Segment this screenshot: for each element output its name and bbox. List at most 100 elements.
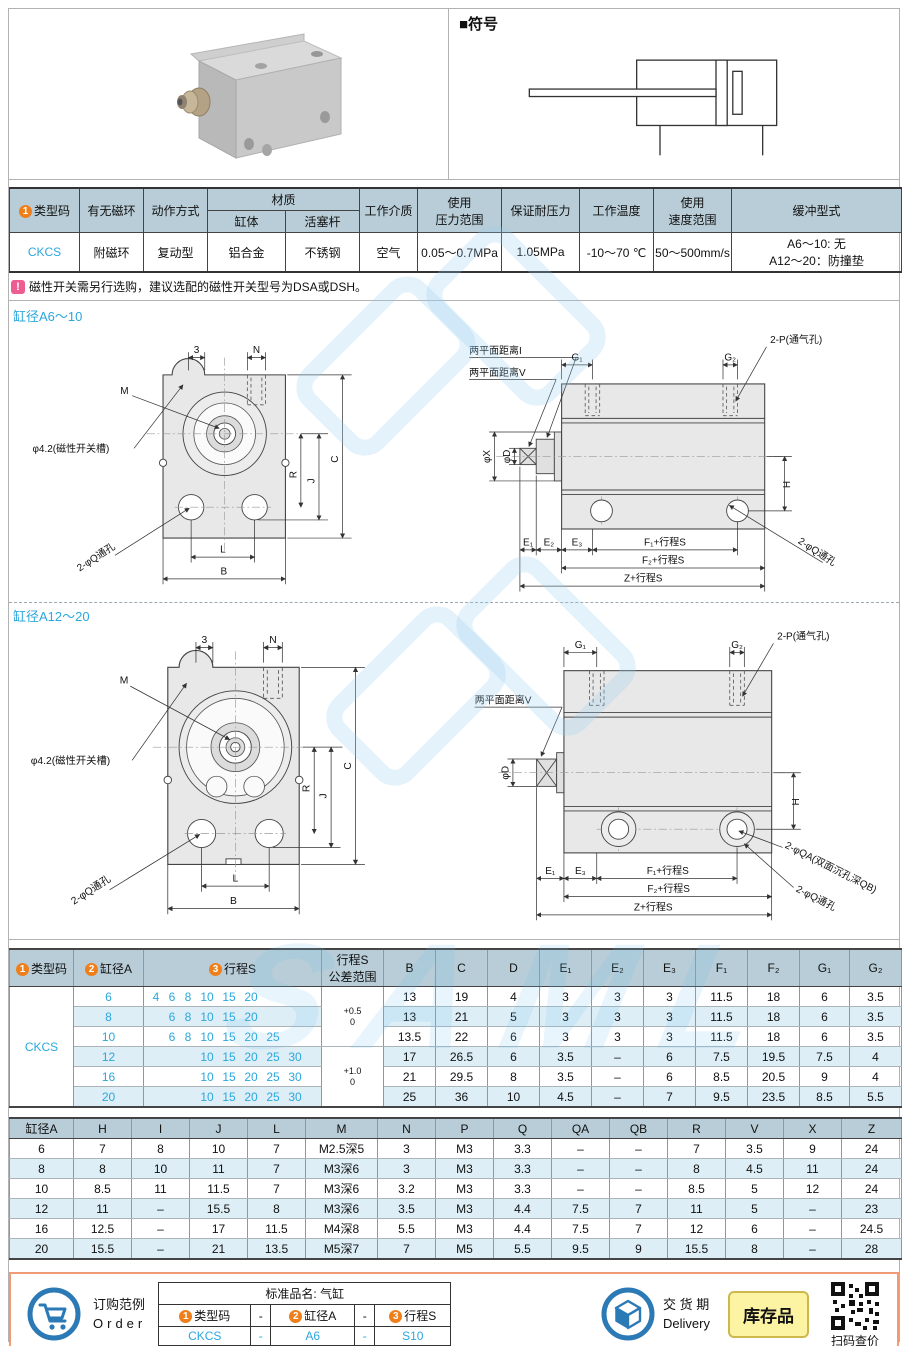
col-proof-pressure: 保证耐压力 <box>501 187 581 233</box>
drawing-front-a6-10: 3 N M φ4.2(磁性开关槽) 2-φQ通孔 R J C L B <box>32 345 352 585</box>
cell: M3 <box>435 1198 494 1219</box>
cell: 8 <box>73 1158 132 1179</box>
cell: 7.5 <box>695 1046 748 1067</box>
cell: M3 <box>435 1138 494 1159</box>
cell: 3 <box>591 986 644 1007</box>
dim-label: J <box>306 478 317 483</box>
dim-label: E₁ <box>523 537 534 548</box>
cell: 6 <box>799 1026 850 1047</box>
proof-value: 1.05MPa <box>501 232 581 273</box>
cell: 11 <box>783 1158 842 1179</box>
col-Q: Q <box>493 1117 552 1139</box>
order-table-example-row: CKCS - A6 - S10 <box>158 1326 452 1346</box>
cell: – <box>783 1238 842 1260</box>
cell: – <box>609 1178 668 1199</box>
dim-label: B <box>230 896 237 907</box>
cell: 9.5 <box>695 1086 748 1108</box>
cell: M5深7 <box>305 1238 378 1260</box>
cell: 11 <box>667 1198 726 1219</box>
cell: 8 <box>9 1158 74 1179</box>
dim-label: C <box>330 456 341 463</box>
col-pressure: 使用压力范围 <box>417 187 503 233</box>
dim-label: 两平面距离I <box>469 344 522 357</box>
example-stroke: S10 <box>374 1326 452 1346</box>
dash: - <box>354 1326 376 1346</box>
cell: 8.5 <box>695 1066 748 1087</box>
cell: 10 <box>487 1086 540 1108</box>
badge-1: 1 <box>18 205 32 218</box>
dim-label: F₁+行程S <box>647 864 689 877</box>
col-E1: E₁ <box>539 948 592 987</box>
cell: 8 <box>73 1006 144 1027</box>
action-value: 复动型 <box>143 232 208 273</box>
cell: M5 <box>435 1238 494 1260</box>
col-X: X <box>783 1117 842 1139</box>
col-V: V <box>725 1117 784 1139</box>
order-example-label: 订购范例 Order <box>93 1296 147 1332</box>
dim-label: E₂ <box>544 537 555 548</box>
product-name-label: 标准品名: 气缸 <box>158 1282 452 1305</box>
dim-label: φ4.2(磁性开关槽) <box>31 754 110 767</box>
cell: 7.5 <box>799 1046 850 1067</box>
cell: 12.5 <box>73 1218 132 1239</box>
cell: 3 <box>377 1138 436 1159</box>
cell: 10 <box>189 1138 248 1159</box>
type-code-value: CKCS <box>9 232 80 273</box>
cell: 9.5 <box>551 1238 610 1260</box>
cell: M2.5深5 <box>305 1138 378 1159</box>
col-magnet: 有无磁环 <box>79 187 144 233</box>
cell: 3.5 <box>539 1046 592 1067</box>
section-divider <box>9 602 899 603</box>
product-photo-image <box>176 33 343 159</box>
dim-label: 3 <box>202 635 208 646</box>
cell: 13 <box>383 986 436 1007</box>
cell: 24 <box>841 1178 902 1199</box>
cell: 23 <box>841 1198 902 1219</box>
dim-label: E₃ <box>575 866 586 877</box>
order-table-title-row: 标准品名: 气缸 <box>158 1282 452 1305</box>
cell: 23.5 <box>747 1086 800 1108</box>
cell: 4.4 <box>493 1218 552 1239</box>
delivery-block: 交 货 期 Delivery 库存品 扫码查价 <box>601 1279 881 1346</box>
cell: M3 <box>435 1178 494 1199</box>
col-material: 材质 <box>206 187 361 211</box>
symbol-section: ■符号 <box>448 9 899 179</box>
delivery-box-icon <box>601 1287 655 1341</box>
section-title-a6-10: 缸径A6～10 <box>13 309 83 324</box>
cell: – <box>131 1218 190 1239</box>
cell: 6 <box>643 1046 696 1067</box>
cell: 17 <box>189 1218 248 1239</box>
dim-label: L <box>220 545 226 556</box>
cell: 11 <box>189 1158 248 1179</box>
temp-value: -10～70 ℃ <box>579 232 655 273</box>
cell: 4.5 <box>725 1158 784 1179</box>
col-F2: F₂ <box>747 948 800 987</box>
dim-label: E₁ <box>545 866 556 877</box>
dim-label: B <box>220 566 227 577</box>
cell: 6 <box>643 1066 696 1087</box>
cell: 3.3 <box>493 1138 552 1159</box>
cell: 36 <box>435 1086 488 1108</box>
cell: – <box>783 1198 842 1219</box>
dim-label: φX <box>482 450 493 463</box>
dim-label: G₂ <box>731 640 743 651</box>
cell: 11.5 <box>247 1218 306 1239</box>
col-speed: 使用速度范围 <box>653 187 733 233</box>
drawings-section: 缸径A6～10 <box>9 301 899 940</box>
cell: M4深8 <box>305 1218 378 1239</box>
cell: 8 <box>725 1238 784 1260</box>
col-C: C <box>435 948 488 987</box>
